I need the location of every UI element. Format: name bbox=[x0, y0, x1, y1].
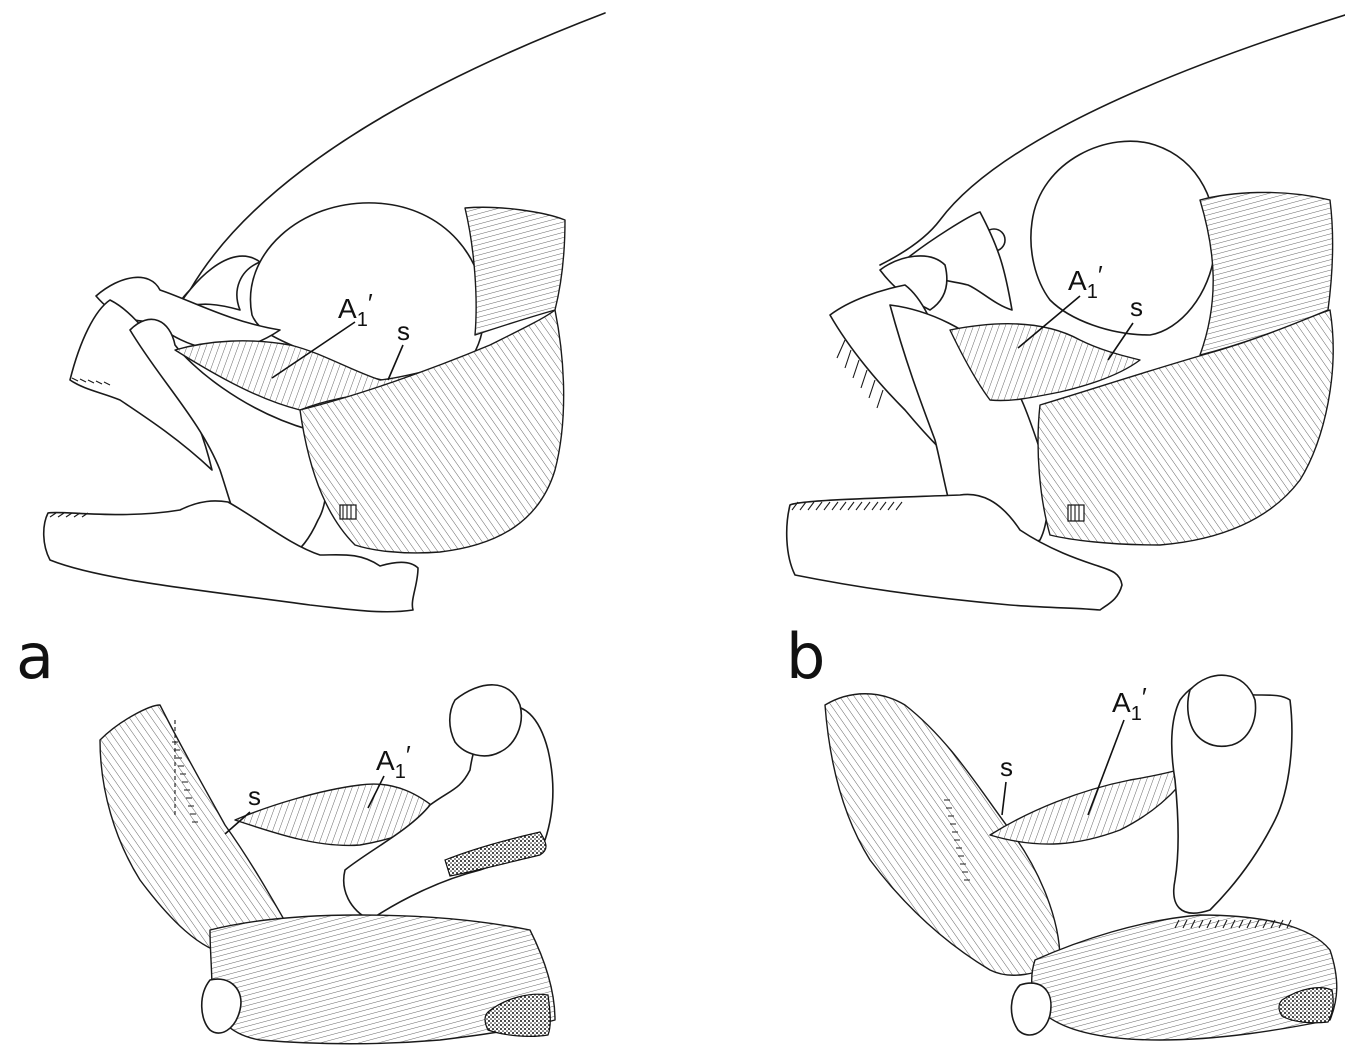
panel-b-tendon-marker bbox=[1068, 505, 1084, 521]
panel-b-medial-view bbox=[825, 675, 1337, 1040]
panel-b-label-s: s bbox=[1130, 292, 1143, 322]
panel-a-letter: a bbox=[16, 620, 54, 693]
panel-b-orbit bbox=[1031, 141, 1216, 335]
panel-a-medial-view bbox=[100, 685, 555, 1044]
panel-a-label-s: s bbox=[397, 316, 410, 346]
panel-a-tendon-marker bbox=[340, 505, 356, 519]
panel-a-medial-label-a1: A1′ bbox=[376, 740, 411, 783]
panel-b-medial-process bbox=[1011, 983, 1051, 1035]
panel-a-medial-muscle-main bbox=[100, 705, 290, 956]
panel-b-medial-cartilage bbox=[1188, 675, 1256, 746]
panel-b-medial-lower-muscle bbox=[1032, 915, 1337, 1040]
panel-b-medial-leader-s bbox=[1002, 782, 1006, 815]
panel-a-head-lateral bbox=[44, 13, 605, 612]
panel-a-medial-cartilage bbox=[450, 685, 522, 756]
panel-b-medial-label-a1: A1′ bbox=[1112, 682, 1147, 725]
panel-b-medial-label-s: s bbox=[1000, 752, 1013, 782]
panel-a-medial-label-s: s bbox=[248, 781, 261, 811]
panel-b-head-lateral bbox=[787, 15, 1345, 610]
panel-b-letter: b bbox=[786, 620, 825, 693]
